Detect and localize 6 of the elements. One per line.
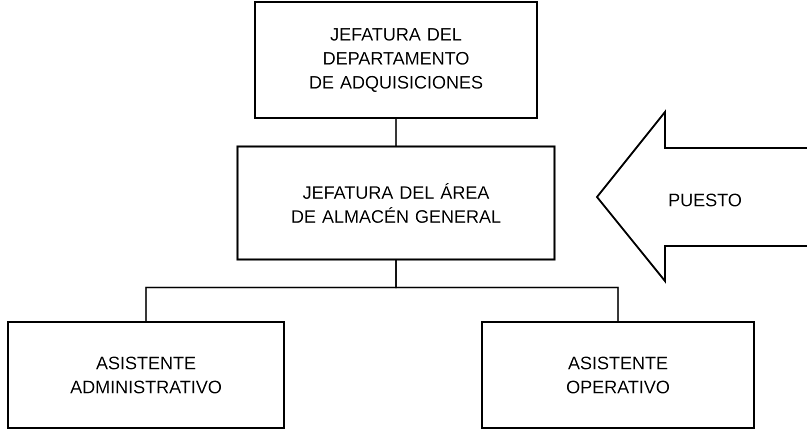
connector-line bbox=[395, 119, 397, 146]
org-box: ASISTENTE ADMINISTRATIVO bbox=[7, 321, 285, 429]
connector-line bbox=[395, 260, 619, 321]
org-box: ASISTENTE OPERATIVO bbox=[481, 321, 755, 429]
org-box: JEFATURA DEL DEPARTAMENTO DE ADQUISICIONES bbox=[254, 1, 538, 119]
org-box: JEFATURA DEL ÁREA DE ALMACÉN GENERAL bbox=[236, 146, 556, 260]
